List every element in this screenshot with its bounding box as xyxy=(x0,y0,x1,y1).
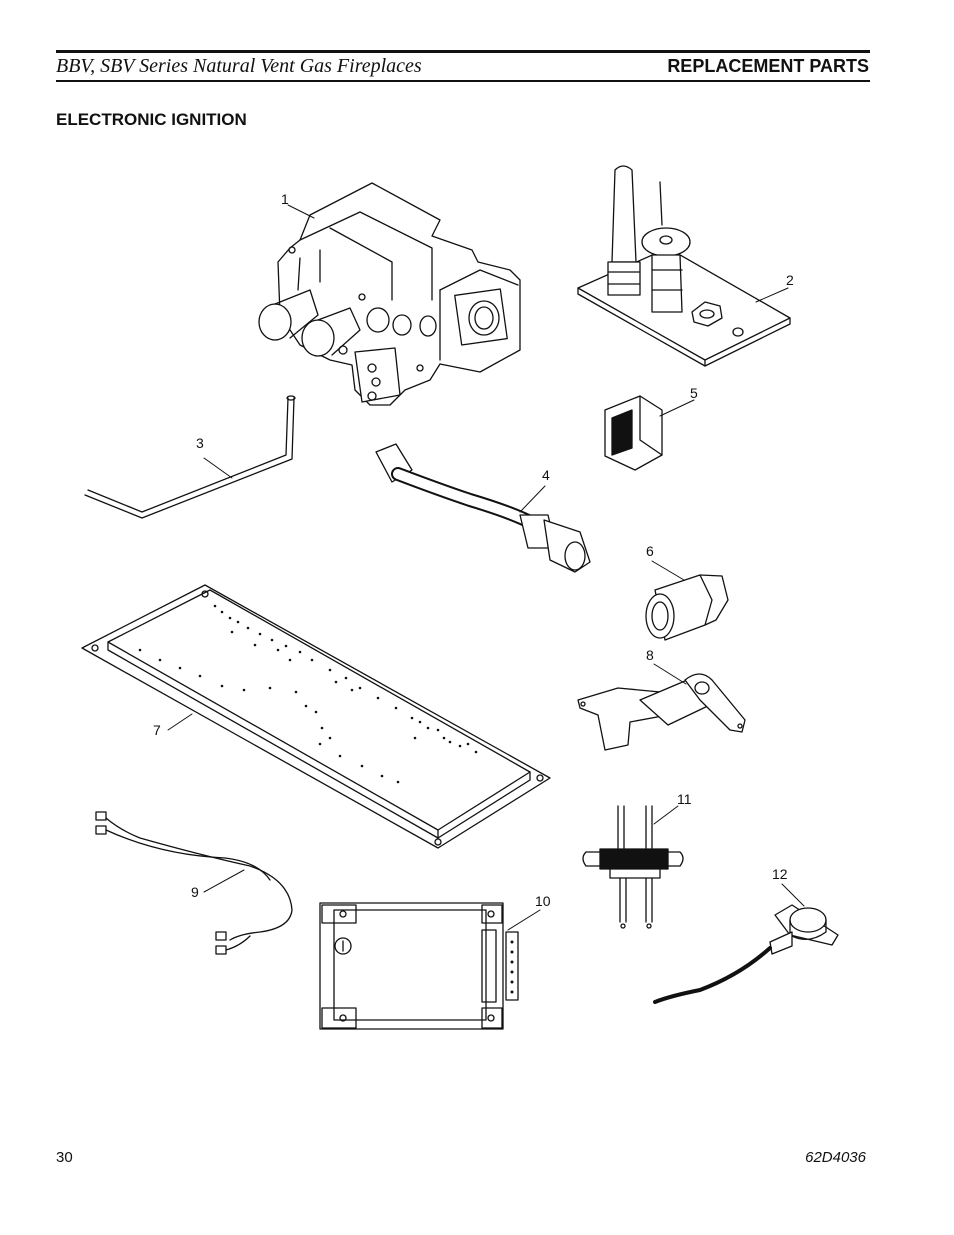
callout-1: 1 xyxy=(281,191,289,207)
tube-illustration xyxy=(84,395,296,519)
document-title: BBV, SBV Series Natural Vent Gas Firepla… xyxy=(56,55,422,77)
section-heading: ELECTRONIC IGNITION xyxy=(56,110,247,129)
thermodisc-illustration xyxy=(653,904,839,1004)
callout-leaders xyxy=(167,204,805,931)
pilot-assembly-illustration xyxy=(577,165,791,367)
callout-4: 4 xyxy=(542,467,550,483)
rocker-switch-illustration xyxy=(604,395,663,471)
section-label: REPLACEMENT PARTS xyxy=(667,56,869,76)
callout-10: 10 xyxy=(535,893,551,909)
burner-elbow-illustration xyxy=(577,673,746,751)
callout-9: 9 xyxy=(191,884,199,900)
header-rule-top xyxy=(56,50,870,53)
document-number: 62D4036 xyxy=(805,1149,866,1166)
fitting-illustration xyxy=(645,574,729,641)
callout-2: 2 xyxy=(786,272,794,288)
burner-tray-illustration xyxy=(81,584,551,849)
callout-3: 3 xyxy=(196,435,204,451)
callout-5: 5 xyxy=(690,385,698,401)
page-number: 30 xyxy=(56,1149,73,1166)
header-rule-bottom xyxy=(56,80,870,82)
gas-valve-illustration xyxy=(258,182,521,406)
callout-7: 7 xyxy=(153,722,161,738)
callout-11: 11 xyxy=(677,791,692,807)
transformer-illustration xyxy=(582,805,684,929)
callout-6: 6 xyxy=(646,543,654,559)
callout-12: 12 xyxy=(772,866,788,882)
callout-8: 8 xyxy=(646,647,654,663)
wire-harness-illustration xyxy=(95,811,293,955)
flex-connector-illustration xyxy=(375,443,591,573)
control-module-illustration xyxy=(319,902,519,1030)
